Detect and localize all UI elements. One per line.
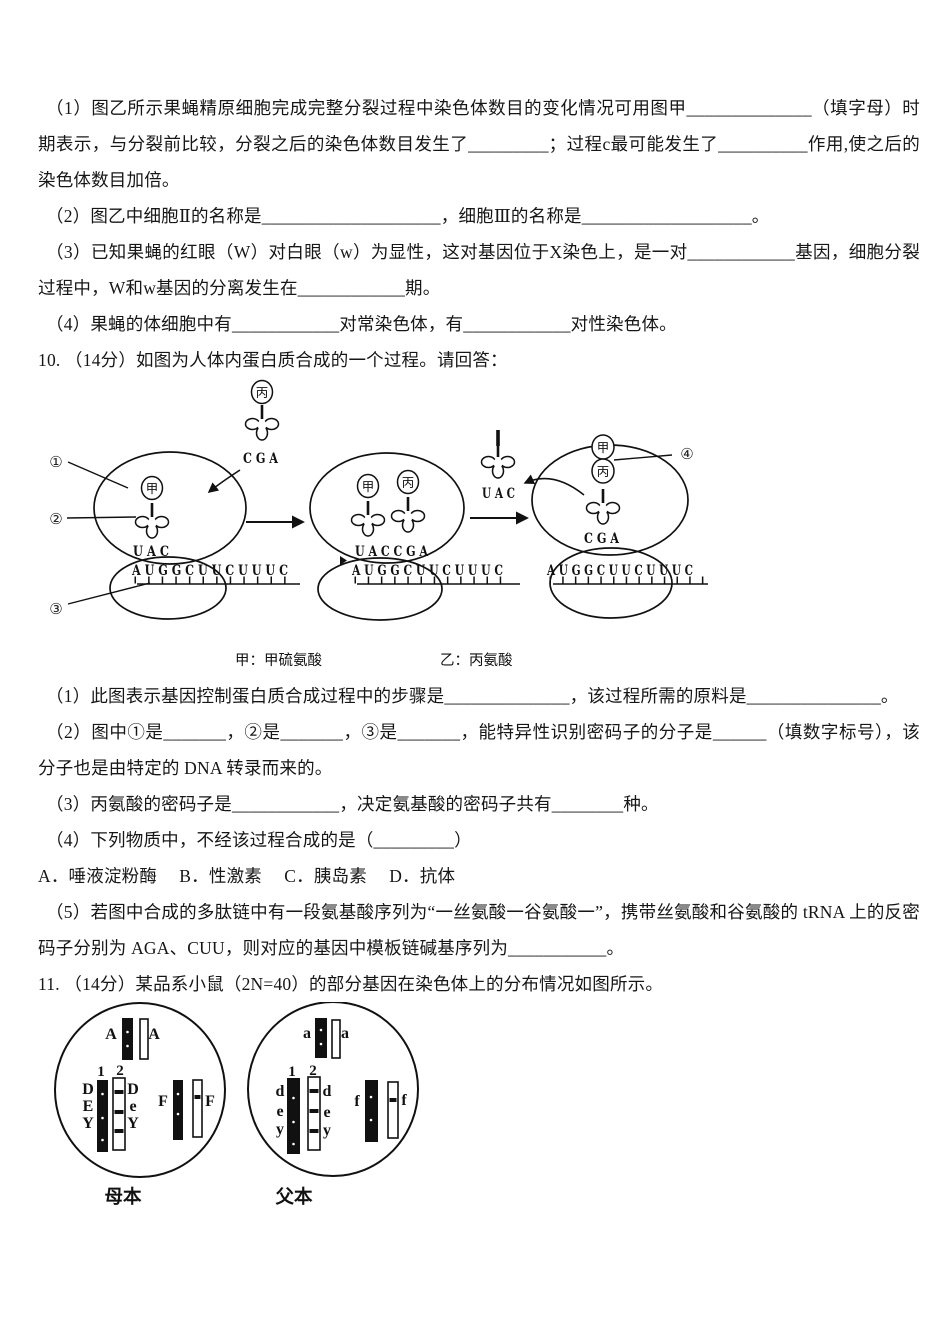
q10-choices: A．唾液淀粉酶 B．性激素 C．胰岛素 D．抗体 — [38, 866, 456, 886]
anticodon-panel3: C G A — [584, 531, 619, 547]
amino-acid-jia-label: 甲 — [362, 480, 375, 494]
process-arrows — [207, 469, 585, 529]
leaving-trna-empty — [480, 430, 516, 480]
mrna-sequence-3: A U G G C U U C U U U C — [546, 563, 693, 579]
callout-2: ② — [49, 510, 62, 528]
mother-gene-labels: A A 1 2 D E Y D e Y F F — [82, 1026, 215, 1132]
arrow-trna-entering — [207, 469, 241, 493]
ribosome-1-large-subunit — [93, 451, 247, 565]
caption-yi: 乙：丙氨酸 — [440, 652, 513, 669]
svg-text:e: e — [276, 1103, 283, 1120]
mrna-sequence-1: A U G G C U U C U U U C — [131, 563, 288, 579]
svg-text:2: 2 — [309, 1063, 317, 1079]
q9-item-4: （4）果蝇的体细胞中有____________对常染色体，有__________… — [46, 314, 677, 334]
panel2-trna-bing: 丙 — [390, 469, 426, 534]
svg-text:1: 1 — [288, 1064, 296, 1080]
svg-text:e: e — [129, 1098, 136, 1115]
anticodon-incoming-trna: C G A — [243, 451, 278, 467]
q10-item-1: （1）此图表示基因控制蛋白质合成过程中的步骤是______________，该过… — [46, 686, 899, 706]
svg-text:2: 2 — [116, 1063, 124, 1079]
q10-item-4: （4）下列物质中，不经该过程合成的是（_________） — [46, 830, 472, 850]
anticodon-panel1: U A C — [133, 544, 169, 560]
amino-acid-bing-label: 丙 — [402, 476, 415, 490]
callout-leaders — [66, 454, 673, 605]
svg-text:F: F — [205, 1093, 215, 1110]
q9-item-1: （1）图乙所示果蝇精原细胞完成完整分裂过程中染色体数目的变化情况可用图甲____… — [38, 98, 920, 190]
svg-text:y: y — [323, 1122, 331, 1139]
ribosome-2-small-subunit — [317, 557, 443, 621]
caption-jia: 甲：甲硫氨酸 — [235, 652, 322, 669]
chromosome-diagram: A A 1 2 D E Y D e Y F F 母本 — [54, 1002, 419, 1208]
mrna-sequence-2: A U G G C U U C U U U C — [351, 563, 503, 579]
svg-text:e: e — [323, 1104, 330, 1121]
anticodon-panel2: U A C C G A — [355, 544, 428, 560]
svg-text:f: f — [401, 1092, 407, 1109]
amino-acid-bing-label: 丙 — [597, 465, 610, 479]
father-chromosomes — [287, 1018, 399, 1154]
svg-text:A: A — [148, 1026, 160, 1043]
q10-item-2: （2）图中①是_______，②是_______，③是_______，能特异性识… — [38, 722, 920, 778]
mother-label: 母本 — [104, 1186, 142, 1208]
protein-synthesis-diagram: A U G G C U U C U U U C A U G G C U U C … — [49, 379, 708, 669]
q11-stem: 11. （14分）某品系小鼠（2N=40）的部分基因在染色体上的分布情况如图所示… — [38, 974, 664, 994]
mrna-entry-marker — [340, 556, 347, 565]
callout-1: ① — [49, 453, 62, 471]
ribosome-3-small-subunit — [549, 547, 673, 619]
q10-stem: 10. （14分）如图为人体内蛋白质合成的一个过程。请回答： — [38, 350, 508, 370]
amino-acid-jia-label: 甲 — [597, 441, 610, 455]
svg-text:d: d — [276, 1083, 285, 1100]
father-cell-outline — [247, 1002, 419, 1177]
svg-text:F: F — [158, 1093, 168, 1110]
svg-text:A: A — [105, 1026, 117, 1043]
father-gene-labels: a a 1 2 d e y d e y f f — [276, 1025, 408, 1139]
arrow-trna-exiting — [523, 474, 585, 496]
svg-text:D: D — [82, 1081, 94, 1098]
svg-text:1: 1 — [97, 1064, 105, 1080]
ribosome-2-large-subunit — [309, 452, 465, 564]
q9-item-3: （3）已知果蝇的红眼（W）对白眼（w）为显性，这对基因位于X染色上，是一对___… — [38, 242, 920, 298]
svg-text:Y: Y — [127, 1115, 139, 1132]
callout-3: ③ — [49, 600, 62, 618]
svg-text:Y: Y — [82, 1115, 94, 1132]
amino-acid-bing-label: 丙 — [256, 386, 269, 400]
callout-4: ④ — [680, 445, 693, 463]
q9-item-2: （2）图乙中细胞Ⅱ的名称是____________________，细胞Ⅲ的名称… — [46, 206, 770, 226]
svg-text:D: D — [127, 1081, 139, 1098]
cell-outlines — [54, 1002, 419, 1178]
mrna-strands — [134, 576, 708, 585]
panel1-trna-jia: 甲 — [134, 475, 170, 540]
svg-text:f: f — [354, 1093, 360, 1110]
panel3-trna-peptide: 甲 丙 — [585, 434, 621, 526]
svg-text:a: a — [303, 1025, 311, 1042]
incoming-trna-bing: 丙 — [244, 379, 280, 442]
panel2-trna-jia: 甲 — [350, 473, 386, 538]
q10-item-3: （3）丙氨酸的密码子是____________，决定氨基酸的密码子共有_____… — [46, 794, 659, 814]
ribosome-1-small-subunit — [109, 556, 227, 620]
mother-cell-outline — [54, 1002, 226, 1178]
svg-text:E: E — [83, 1098, 94, 1115]
father-label: 父本 — [275, 1186, 313, 1208]
mother-chromosomes — [97, 1018, 203, 1152]
svg-text:a: a — [341, 1025, 349, 1042]
anticodon-leaving-trna: U A C — [482, 486, 515, 502]
svg-text:y: y — [276, 1121, 284, 1138]
q10-item-5: （5）若图中合成的多肽链中有一段氨基酸序列为“一丝氨酸一谷氨酸一”，携带丝氨酸和… — [38, 902, 920, 958]
amino-acid-jia-label: 甲 — [146, 482, 159, 496]
svg-text:d: d — [323, 1083, 332, 1100]
